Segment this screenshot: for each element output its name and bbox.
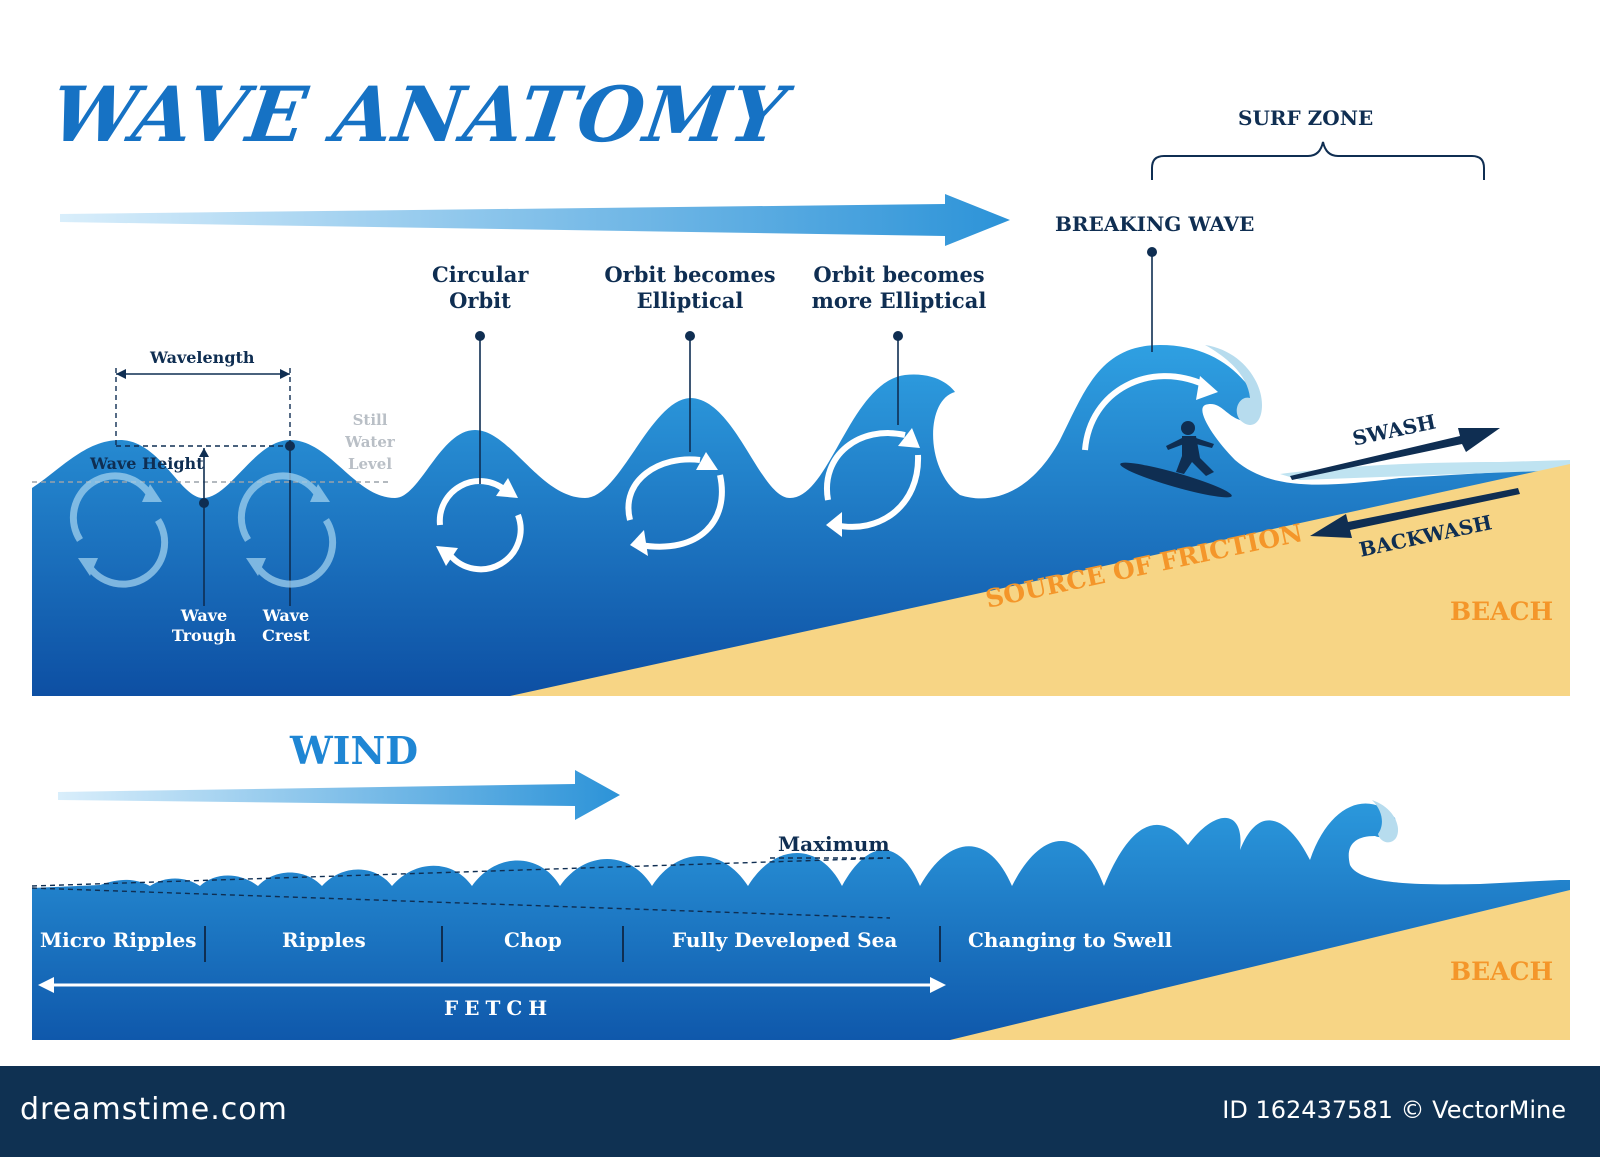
wave-trough-line-1: Wave bbox=[180, 606, 228, 625]
beach-label-upper: BEACH bbox=[1450, 597, 1554, 626]
beach-label-lower: BEACH bbox=[1450, 957, 1554, 986]
orbit-elliptical bbox=[625, 452, 725, 556]
stage-chop: Chop bbox=[504, 928, 562, 952]
wave-crest-line-2: Crest bbox=[262, 626, 310, 645]
wave-crest-line-1: Wave bbox=[262, 606, 310, 625]
fetch-arrow-right bbox=[930, 977, 946, 993]
pointer-more-elliptical-dot bbox=[893, 331, 903, 341]
still-water-level-label: Still Water Level bbox=[334, 410, 406, 475]
footer-bar: dreamstime.com ID 162437581 © VectorMine bbox=[0, 1066, 1600, 1157]
page-title: WAVE ANATOMY bbox=[45, 70, 792, 159]
surf-zone-label: SURF ZONE bbox=[1238, 106, 1374, 130]
orbit-2 bbox=[237, 472, 337, 588]
backwash-arrow bbox=[1310, 488, 1520, 538]
beach-sand bbox=[510, 464, 1570, 696]
orbit-elliptical-label: Orbit becomes Elliptical bbox=[600, 262, 780, 315]
stage-micro-ripples: Micro Ripples bbox=[40, 928, 197, 952]
wavelength-label: Wavelength bbox=[150, 348, 255, 367]
pointer-elliptical-dot bbox=[685, 331, 695, 341]
still-water-line-1: Still bbox=[352, 411, 388, 429]
direction-arrow bbox=[60, 194, 1010, 246]
orbit-elliptical-line-2: Elliptical bbox=[636, 288, 744, 314]
swash-foam bbox=[1280, 460, 1570, 480]
surf-zone-brace bbox=[1151, 141, 1485, 180]
circular-orbit-line-1: Circular bbox=[432, 262, 529, 287]
orbit-more-elliptical-line-1: Orbit becomes bbox=[813, 262, 985, 287]
crest-dot bbox=[285, 441, 295, 451]
pointer-circular-dot bbox=[475, 331, 485, 341]
breaking-wave-lip bbox=[1205, 345, 1262, 425]
wind-label: WIND bbox=[290, 728, 419, 773]
breaking-arrow bbox=[1082, 373, 1207, 451]
stage-fully-developed-sea: Fully Developed Sea bbox=[672, 928, 898, 952]
maximum-line-top bbox=[31, 857, 891, 887]
stage-ripples: Ripples bbox=[282, 928, 366, 952]
circular-orbit-label: Circular Orbit bbox=[432, 262, 528, 315]
maximum-label: Maximum bbox=[778, 832, 890, 856]
lower-lip bbox=[1372, 800, 1399, 843]
orbit-more-elliptical-label: Orbit becomes more Elliptical bbox=[804, 262, 994, 315]
footer-brand[interactable]: dreamstime.com bbox=[20, 1092, 288, 1127]
wave-trough-line-2: Trough bbox=[171, 626, 237, 645]
surfer-figure bbox=[1120, 421, 1232, 498]
fetch-arrow-left bbox=[38, 977, 54, 993]
orbit-elliptical-line-1: Orbit becomes bbox=[604, 262, 776, 287]
still-water-line-3: Level bbox=[347, 454, 393, 473]
footer-image-id: ID 162437581 © VectorMine bbox=[1222, 1096, 1566, 1124]
lower-beach-sand bbox=[950, 890, 1570, 1040]
breaking-arrow-head bbox=[1196, 376, 1218, 400]
swash-arrow bbox=[1290, 428, 1500, 480]
pointer-breaking-dot bbox=[1147, 247, 1157, 257]
wind-arrow bbox=[58, 770, 620, 820]
maximum-line-bottom bbox=[31, 887, 891, 919]
circular-orbit-line-2: Orbit bbox=[449, 288, 511, 314]
orbit-circular bbox=[436, 478, 524, 573]
wavelength-arrow-right bbox=[280, 369, 290, 379]
fetch-label: FETCH bbox=[444, 996, 554, 1020]
breaking-wave-label: BREAKING WAVE bbox=[1055, 212, 1255, 236]
stage-changing-to-swell: Changing to Swell bbox=[968, 928, 1173, 952]
trough-dot bbox=[199, 498, 209, 508]
wave-height-label: Wave Height bbox=[90, 454, 204, 473]
wavelength-arrow-left bbox=[116, 369, 126, 379]
orbit-1 bbox=[69, 472, 169, 588]
wave-crest-label: Wave Crest bbox=[256, 606, 316, 646]
still-water-line-2: Water bbox=[345, 432, 395, 451]
lower-water bbox=[32, 803, 1570, 1040]
orbit-more-elliptical bbox=[823, 428, 922, 537]
wave-trough-label: Wave Trough bbox=[168, 606, 240, 646]
wave-height-arrow bbox=[199, 448, 209, 457]
orbit-more-elliptical-line-2: more Elliptical bbox=[811, 288, 987, 314]
